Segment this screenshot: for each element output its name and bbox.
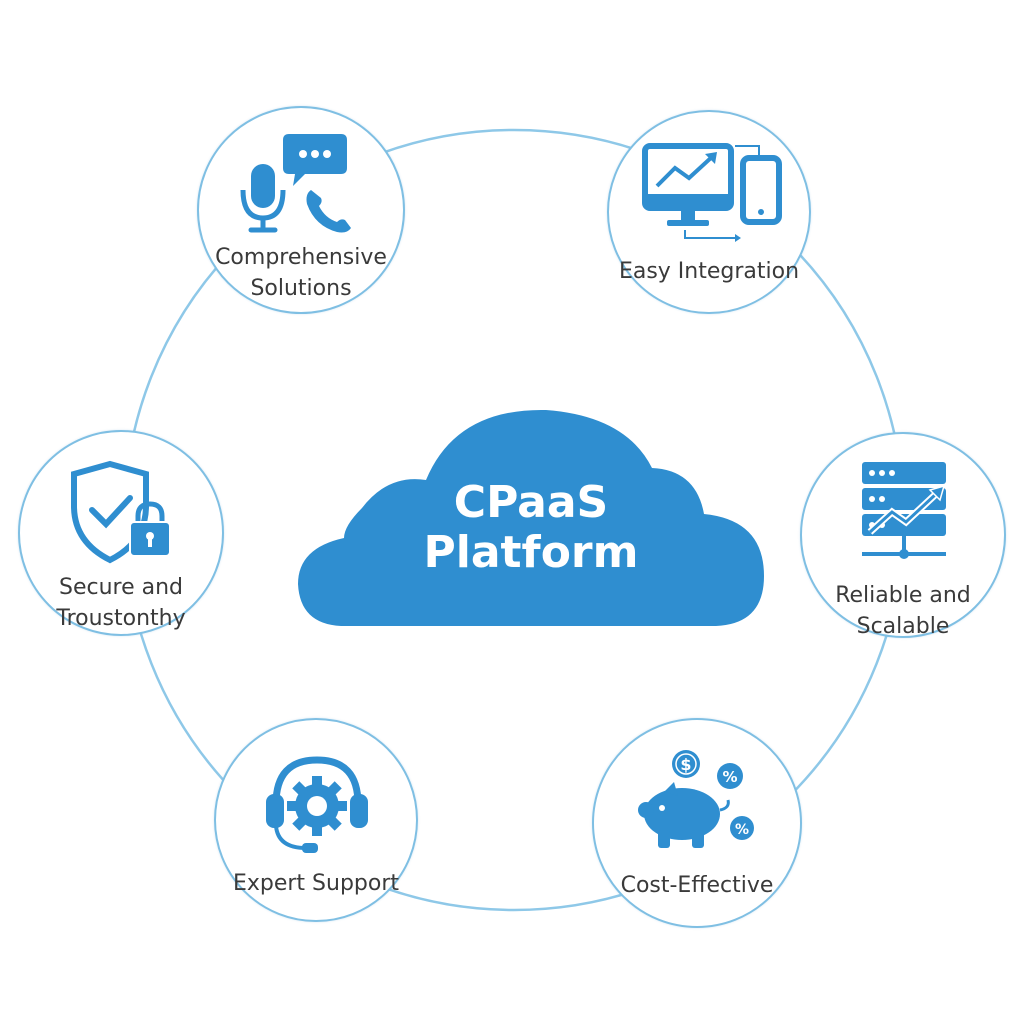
node-label-line: Easy Integration — [618, 259, 800, 284]
svg-text:$: $ — [680, 755, 691, 774]
node-label-line: Scalable — [856, 614, 950, 639]
svg-text:%: % — [722, 768, 737, 786]
cloud-title: CPaaS Platform — [296, 478, 766, 578]
communication-icon — [240, 134, 351, 233]
cloud-title-line1: CPaaS — [453, 477, 609, 528]
node-label-line: Expert Support — [232, 871, 400, 896]
node-expert-support: Expert Support — [214, 718, 418, 922]
shield-lock-icon — [71, 460, 171, 564]
node-cost-effective: $ % % Cost-Effective — [592, 718, 802, 928]
node-easy-integration: Easy Integration — [607, 110, 811, 314]
node-comprehensive-solutions: Comprehensive Solutions — [197, 106, 405, 314]
piggy-bank-icon: $ % % — [638, 750, 754, 848]
node-label-line: Cost-Effective — [620, 873, 774, 898]
server-growth-icon — [862, 462, 946, 559]
devices-icon — [642, 143, 782, 242]
node-label-line: Troustonthy — [56, 606, 186, 631]
cloud-icon — [298, 409, 764, 626]
svg-text:%: % — [735, 822, 749, 838]
node-label-line: Solutions — [250, 276, 352, 301]
cloud-title-line2: Platform — [423, 527, 639, 578]
headset-gear-icon — [266, 756, 368, 853]
node-label-line: Secure and — [58, 575, 184, 600]
node-label-line: Comprehensive — [215, 245, 387, 270]
node-secure-trustworthy: Secure and Troustonthy — [18, 430, 224, 636]
node-label-line: Reliable and — [835, 583, 971, 608]
node-reliable-scalable: Reliable and Scalable — [800, 432, 1006, 639]
central-cloud: CPaaS Platform — [296, 408, 766, 628]
